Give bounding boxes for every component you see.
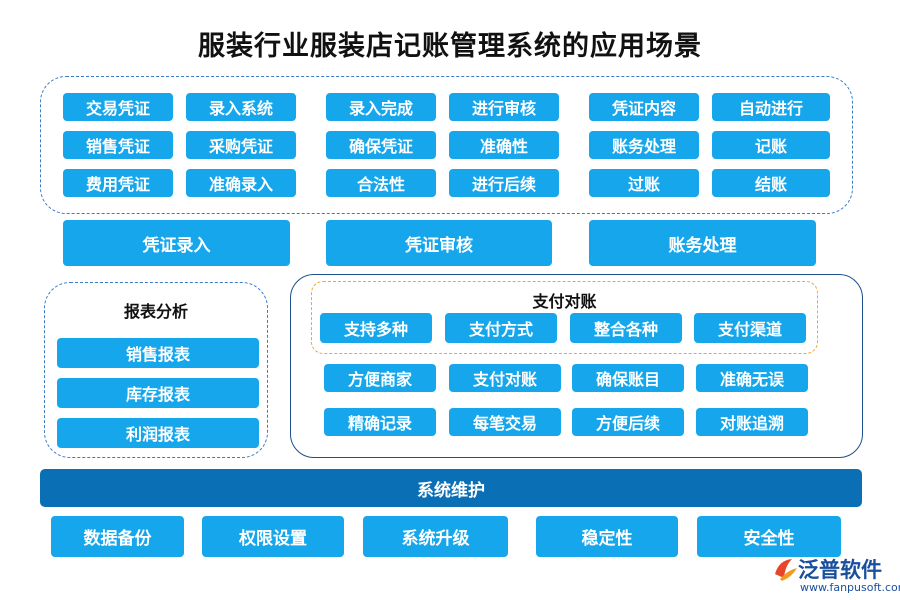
payment-item: 对账追溯 bbox=[696, 408, 808, 436]
maintenance-item: 安全性 bbox=[697, 516, 841, 557]
maintenance-item: 数据备份 bbox=[51, 516, 184, 557]
top-box: 采购凭证 bbox=[186, 131, 296, 159]
top-box: 费用凭证 bbox=[63, 169, 173, 197]
payment-item: 支付对账 bbox=[449, 364, 561, 392]
top-box: 结账 bbox=[712, 169, 830, 197]
payment-item: 支付方式 bbox=[445, 313, 557, 343]
report-item: 库存报表 bbox=[57, 378, 259, 408]
top-box: 账务处理 bbox=[589, 131, 699, 159]
module-voucher-review: 凭证审核 bbox=[326, 220, 552, 266]
payment-item: 支持多种 bbox=[320, 313, 432, 343]
payment-item: 方便后续 bbox=[572, 408, 684, 436]
top-box: 进行后续 bbox=[449, 169, 559, 197]
payment-item: 准确无误 bbox=[696, 364, 808, 392]
maintenance-bar: 系统维护 bbox=[40, 469, 862, 507]
payment-item: 方便商家 bbox=[324, 364, 436, 392]
top-box: 凭证内容 bbox=[589, 93, 699, 121]
top-box: 录入完成 bbox=[326, 93, 436, 121]
maintenance-item: 稳定性 bbox=[536, 516, 678, 557]
report-item: 销售报表 bbox=[57, 338, 259, 368]
payment-item: 确保账目 bbox=[572, 364, 684, 392]
maintenance-item: 系统升级 bbox=[363, 516, 508, 557]
top-box: 录入系统 bbox=[186, 93, 296, 121]
payment-highlight-frame bbox=[311, 281, 818, 354]
top-box: 准确录入 bbox=[186, 169, 296, 197]
top-box: 进行审核 bbox=[449, 93, 559, 121]
report-title: 报表分析 bbox=[123, 302, 188, 321]
top-box: 合法性 bbox=[326, 169, 436, 197]
module-voucher-entry: 凭证录入 bbox=[63, 220, 290, 266]
top-group-frame bbox=[40, 76, 853, 214]
report-item: 利润报表 bbox=[57, 418, 259, 448]
payment-item: 每笔交易 bbox=[449, 408, 561, 436]
logo-mark-icon bbox=[775, 559, 797, 581]
top-box: 记账 bbox=[712, 131, 830, 159]
module-accounting: 账务处理 bbox=[589, 220, 816, 266]
logo-name: 泛普软件 bbox=[798, 558, 882, 582]
top-box: 自动进行 bbox=[712, 93, 830, 121]
logo-url: www.fanpusoft.com bbox=[800, 581, 900, 594]
report-group-frame bbox=[44, 282, 268, 458]
payment-item: 支付渠道 bbox=[694, 313, 806, 343]
payment-group-frame bbox=[290, 274, 863, 458]
maintenance-item: 权限设置 bbox=[202, 516, 344, 557]
payment-title: 支付对账 bbox=[532, 292, 597, 311]
payment-item: 整合各种 bbox=[570, 313, 682, 343]
payment-item: 精确记录 bbox=[324, 408, 436, 436]
top-box: 销售凭证 bbox=[63, 131, 173, 159]
top-box: 交易凭证 bbox=[63, 93, 173, 121]
top-box: 过账 bbox=[589, 169, 699, 197]
page-title: 服装行业服装店记账管理系统的应用场景 bbox=[198, 31, 702, 62]
top-box: 确保凭证 bbox=[326, 131, 436, 159]
brand-logo: 泛普软件 www.fanpusoft.com bbox=[770, 552, 900, 596]
top-box: 准确性 bbox=[449, 131, 559, 159]
